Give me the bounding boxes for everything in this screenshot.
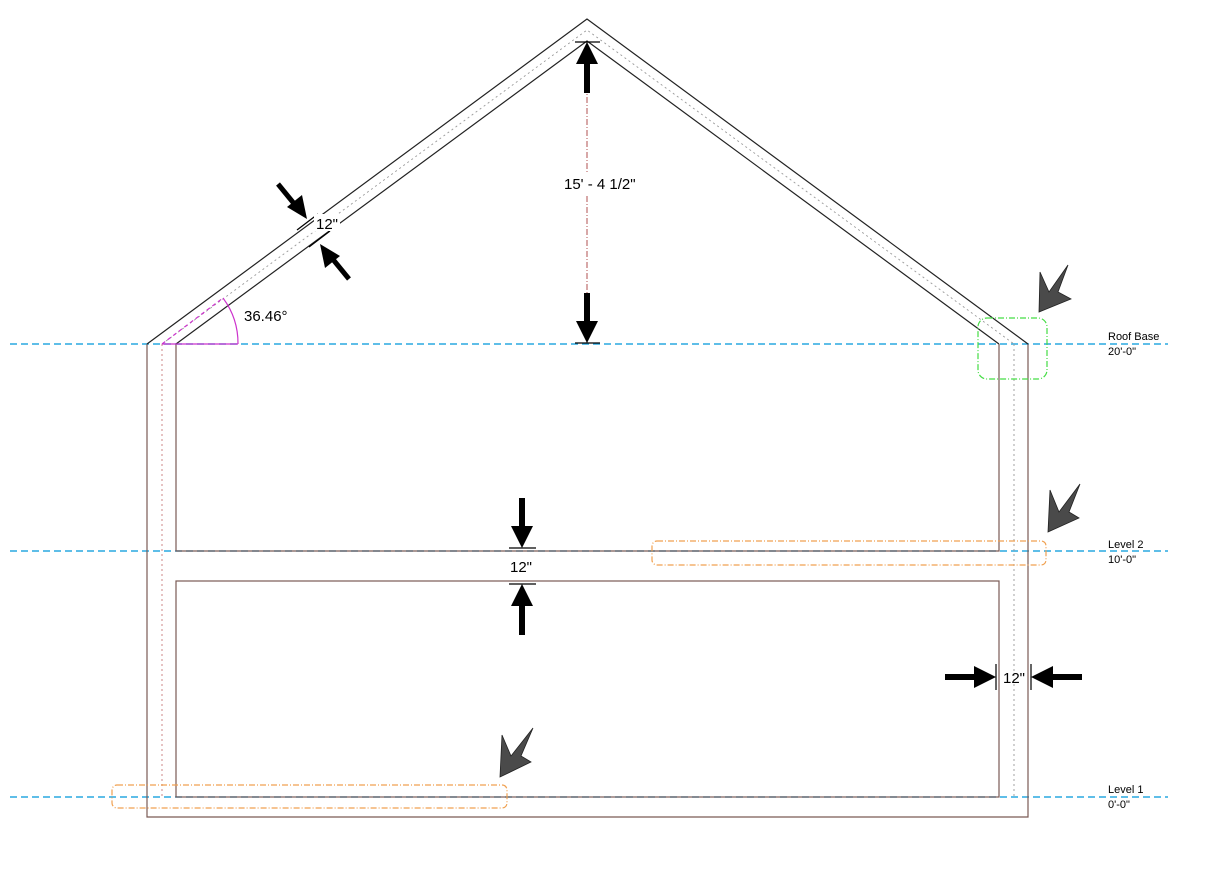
arrow-down-icon <box>576 293 598 343</box>
floor-thickness-label: 12" <box>510 559 532 576</box>
highlight-roof-wall-joint <box>977 317 1048 380</box>
roof-thickness-tick-inner <box>308 230 331 248</box>
roof-height-label: 15' - 4 1/2" <box>564 176 636 193</box>
arrow-icon <box>320 244 351 281</box>
wall-thickness-label: 12" <box>1003 670 1025 687</box>
pointer-arrow-icon <box>1038 264 1072 313</box>
roof-outer-outline <box>146 18 1029 345</box>
level-name-roof-base: Roof Base <box>1108 331 1159 343</box>
roof-height-dimension: 15' - 4 1/2" <box>560 41 644 344</box>
roof-thickness-label: 12" <box>316 216 338 233</box>
pointer-arrow-icon <box>499 727 534 778</box>
level-labels: Roof Base 20'-0" Level 2 10'-0" Level 1 … <box>1108 331 1159 811</box>
level-elevation-roof-base: 20'-0" <box>1108 346 1136 358</box>
arrow-up-icon <box>576 42 598 93</box>
roof-angle-annotation: 36.46° <box>161 297 288 345</box>
level-elevation-level-2: 10'-0" <box>1108 554 1136 566</box>
highlights <box>111 317 1048 809</box>
callout-arrows <box>499 264 1081 778</box>
arrow-icon <box>276 182 307 219</box>
arrow-up-icon <box>511 584 533 635</box>
highlight-level-2-floor <box>651 540 1047 566</box>
level-lines <box>10 343 1168 798</box>
roof-centerline <box>161 29 1015 345</box>
floor-thickness-dimension: 12" <box>509 498 536 635</box>
roof <box>146 18 1029 345</box>
level-name-level-1: Level 1 <box>1108 784 1143 796</box>
walls <box>146 344 1029 818</box>
angle-slope-line <box>161 297 224 345</box>
wall-thickness-dimension: 12" <box>945 664 1082 690</box>
pointer-arrow-icon <box>1047 483 1081 533</box>
outer-wall-outline <box>146 344 1029 818</box>
arrow-right-icon <box>945 666 996 688</box>
level-name-level-2: Level 2 <box>1108 539 1143 551</box>
arrow-down-icon <box>511 498 533 548</box>
angle-arc <box>222 297 239 345</box>
lower-room-outline <box>175 580 1000 798</box>
highlight-level-1-floor <box>111 784 508 809</box>
arrow-left-icon <box>1031 666 1082 688</box>
roof-inner-outline <box>175 40 1000 345</box>
upper-inner-wall-outline <box>175 344 1000 552</box>
roof-angle-label: 36.46° <box>244 308 288 325</box>
roof-thickness-dimension: 12" <box>276 182 351 281</box>
level-elevation-level-1: 0'-0" <box>1108 799 1130 811</box>
